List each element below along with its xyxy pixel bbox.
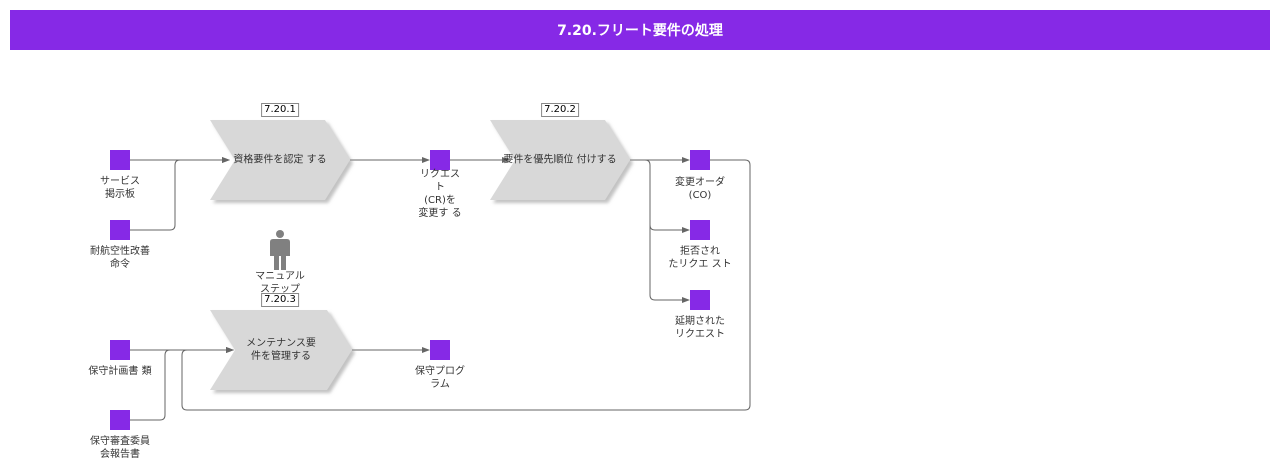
label-rejected: 拒否され たリクエ スト (668, 246, 732, 270)
label-maint-plan: 保守計画書 類 (88, 366, 152, 377)
process-label-manage: メンテナンス要 件を管理する (246, 338, 316, 362)
person-icon (270, 230, 290, 270)
object-airworthiness (110, 220, 130, 240)
label-change-request: リクエス ト (CR)を 変更す る (418, 169, 462, 219)
object-committee-report (110, 410, 130, 430)
process-chevron-manage (210, 310, 352, 390)
object-service-board (110, 150, 130, 170)
object-maint-program (430, 340, 450, 360)
connector-p2-to-deferred (649, 225, 690, 303)
object-deferred (690, 290, 710, 310)
process-label-qualify: 資格要件を認定 する (233, 154, 327, 166)
process-chevron-qualify (210, 120, 350, 200)
label-change-order: 変更オーダ (CO) (675, 177, 725, 201)
object-change-order (690, 150, 710, 170)
process-tag-7-20-1: 7.20.1 (261, 103, 299, 117)
label-manual-step: マニュアル ステップ (255, 271, 305, 295)
object-maint-plan (110, 340, 130, 360)
object-change-request (430, 150, 450, 170)
connector-airworthiness-to-p1 (130, 157, 230, 231)
label-deferred: 延期された リクエスト (675, 316, 725, 340)
label-service-board: サービス 掲示板 (100, 176, 140, 200)
label-committee-report: 保守審査委員 会報告書 (90, 436, 150, 460)
process-tag-7-20-2: 7.20.2 (541, 103, 579, 117)
process-chevron-prioritize (490, 120, 630, 200)
connector-co-loop-to-p3 (181, 159, 751, 411)
process-tag-7-20-3: 7.20.3 (261, 293, 299, 307)
page-title: 7.20.フリート要件の処理 (10, 10, 1270, 50)
label-maint-program: 保守プログ ラム (415, 366, 465, 390)
connector-committee-to-p3 (130, 347, 234, 421)
process-label-prioritize: 要件を優先順位 付けする (503, 154, 617, 166)
label-airworthiness: 耐航空性改善 命令 (90, 246, 150, 270)
object-rejected (690, 220, 710, 240)
